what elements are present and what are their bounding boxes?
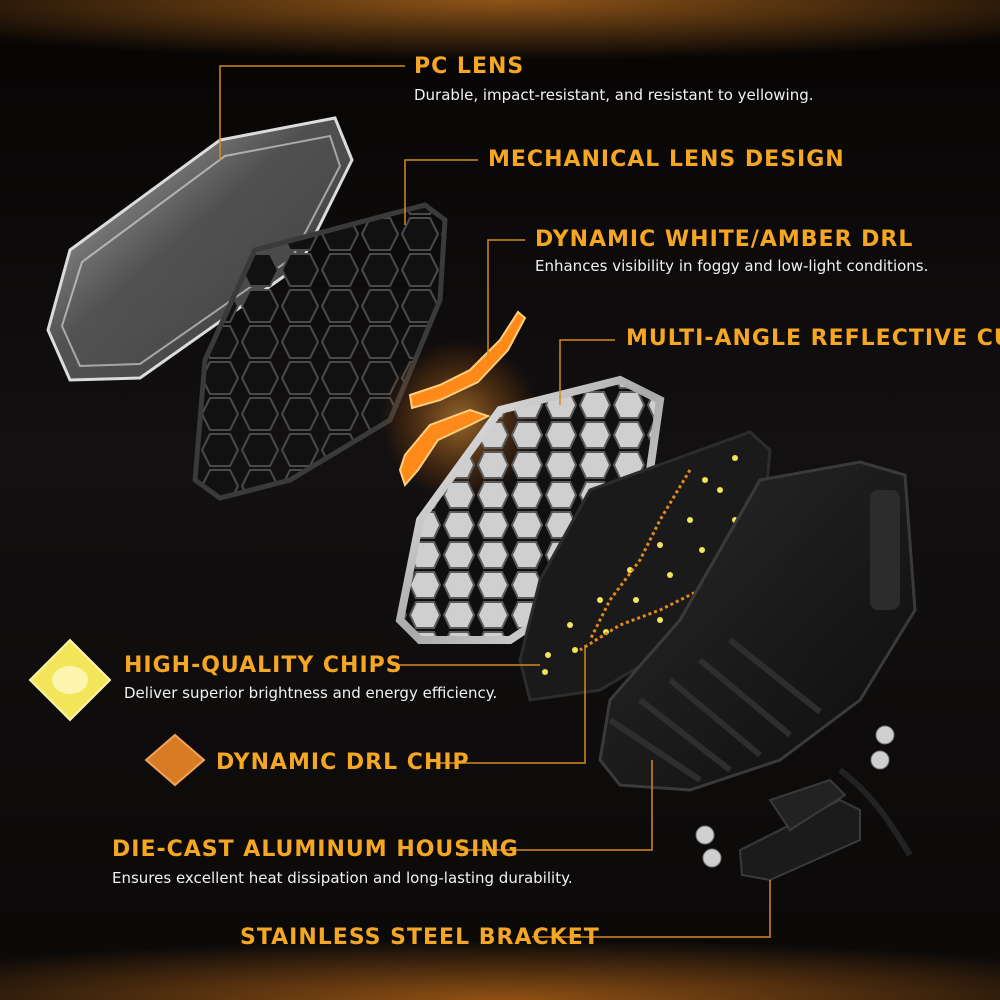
orange-drl-chip-icon (144, 733, 206, 787)
leader-drl-chip (440, 645, 586, 764)
leader-reflective-cup (559, 339, 615, 405)
leader-drl (487, 239, 525, 360)
leader-pc-lens (219, 65, 405, 160)
chips-title: HIGH-QUALITY CHIPS (124, 653, 403, 678)
drl-title: DYNAMIC WHITE/AMBER DRL (535, 227, 914, 252)
drl-chip-title: DYNAMIC DRL CHIP (216, 750, 470, 775)
leader-bracket (532, 880, 771, 938)
leader-housing (460, 760, 653, 851)
leader-lines (219, 65, 771, 938)
pc-lens-title: PC LENS (414, 54, 525, 79)
housing-part (598, 460, 917, 792)
bracket-part (695, 725, 913, 882)
yellow-led-chip-icon (28, 638, 112, 722)
mechanical-lens-part (192, 202, 448, 501)
housing-description: Ensures excellent heat dissipation and l… (112, 869, 573, 887)
bracket-title: STAINLESS STEEL BRACKET (240, 925, 600, 950)
housing-title: DIE-CAST ALUMINUM HOUSING (112, 837, 519, 862)
chips-description: Deliver superior brightness and energy e… (124, 684, 498, 702)
drl-description: Enhances visibility in foggy and low-lig… (535, 257, 929, 275)
pc-lens-description: Durable, impact-resistant, and resistant… (414, 86, 814, 104)
leader-mechanical-lens (404, 159, 478, 225)
reflective-cup-title: MULTI-ANGLE REFLECTIVE CUP (626, 326, 1000, 351)
mechanical-lens-title: MECHANICAL LENS DESIGN (488, 147, 845, 172)
